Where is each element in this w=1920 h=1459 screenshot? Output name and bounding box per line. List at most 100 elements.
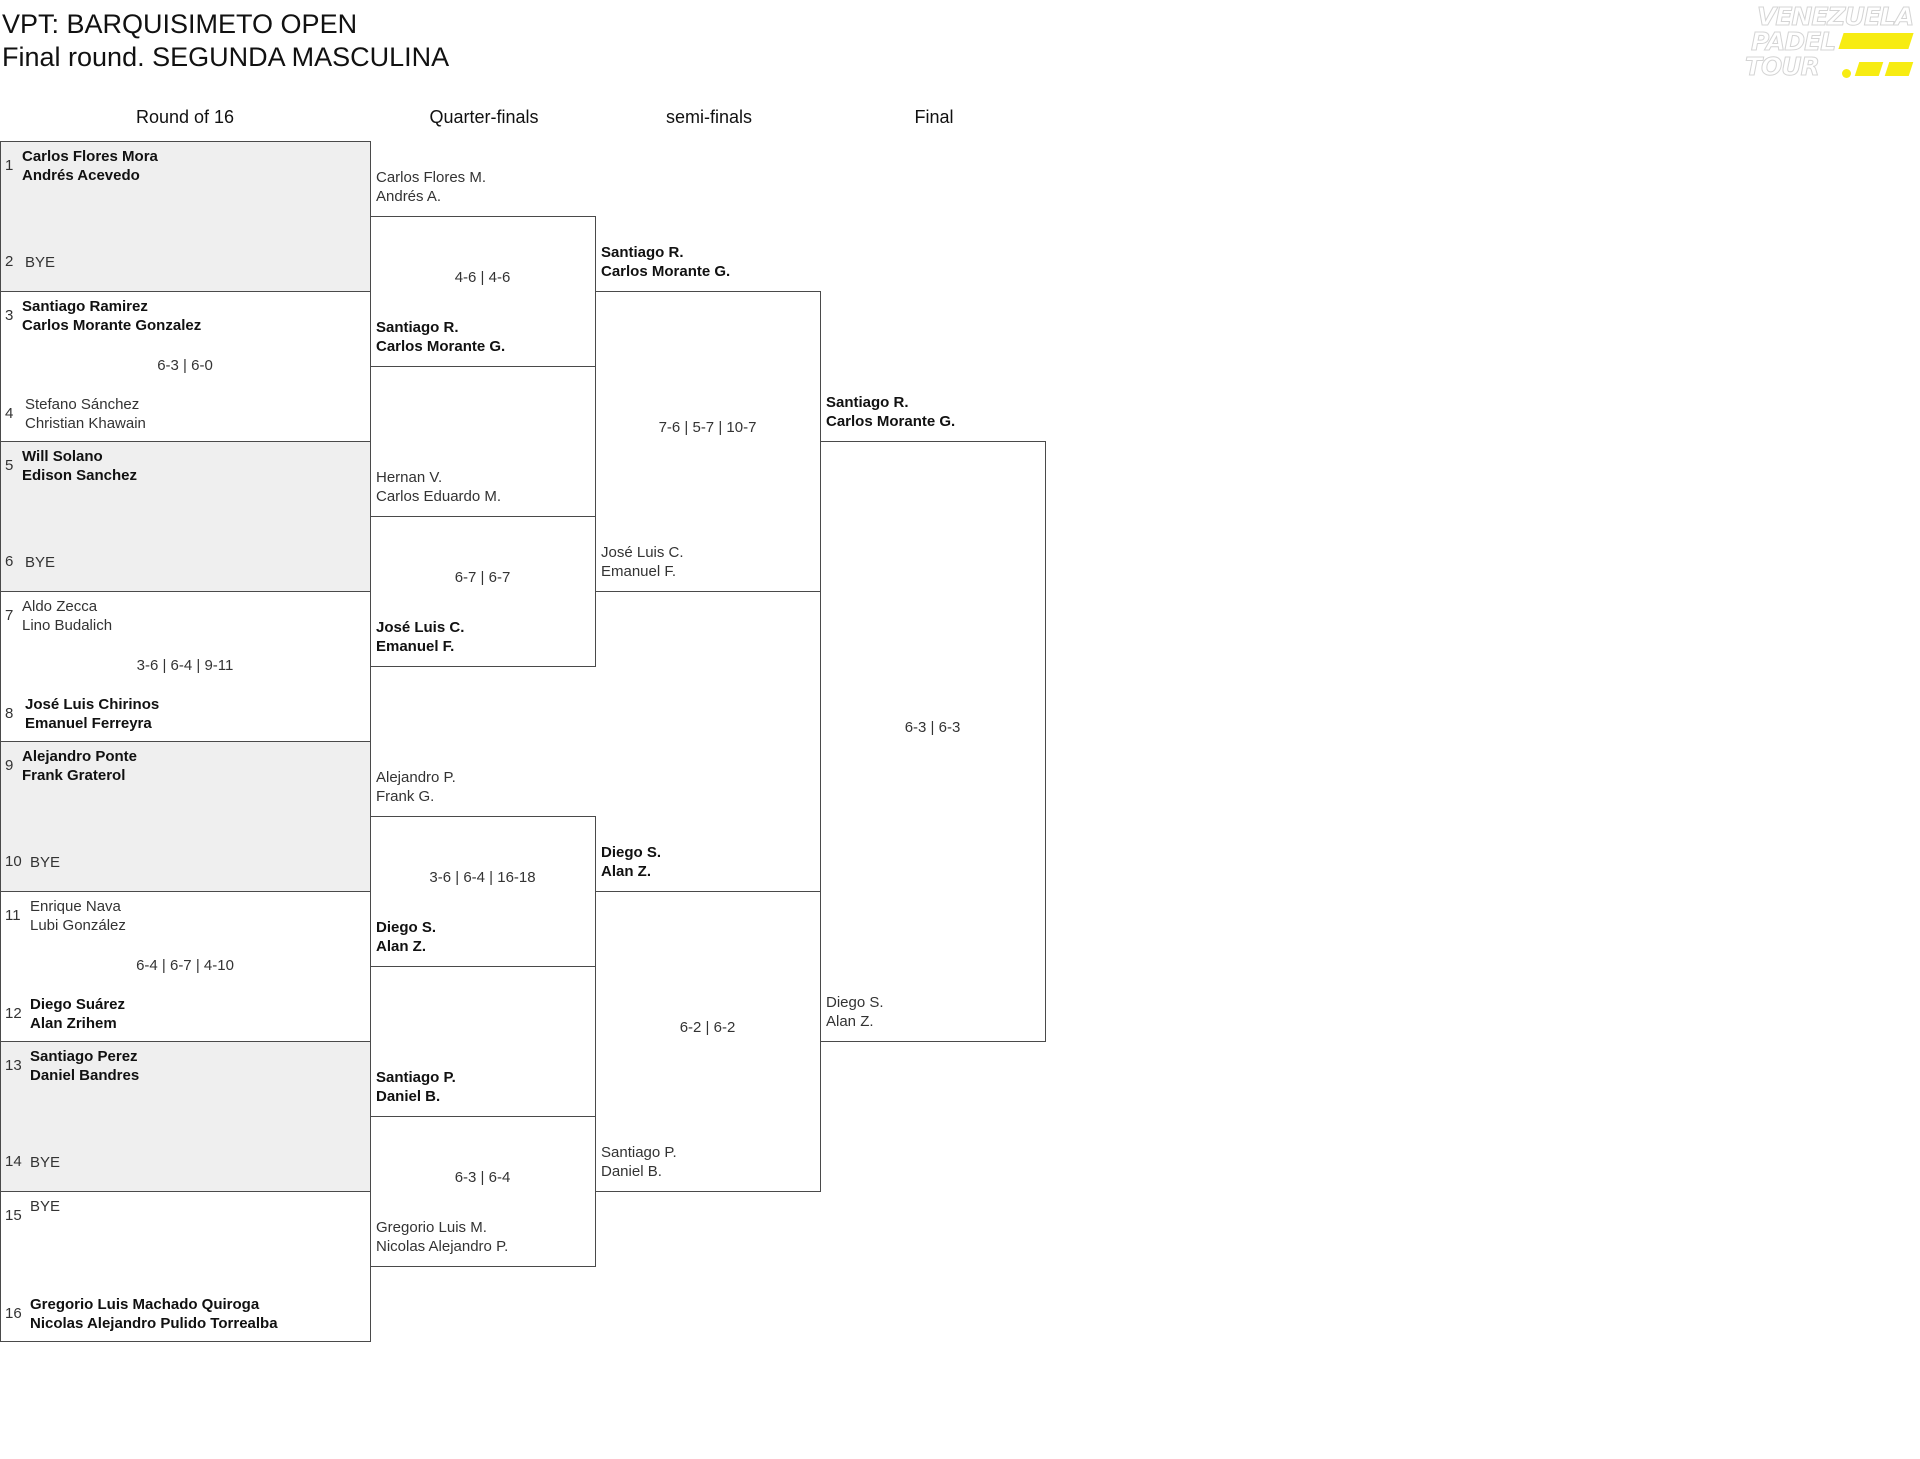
seed-number: 15: [5, 1207, 22, 1224]
seed-number: 11: [5, 907, 21, 924]
qf-team-b-player-2: Alan Z.: [376, 938, 427, 955]
r16-team-b: BYE: [30, 853, 60, 872]
qf-team-b: Diego S. Alan Z.: [376, 918, 436, 956]
qf-team-a: Hernan V.Carlos Eduardo M.: [376, 468, 501, 506]
final_list-match-1: [820, 441, 1046, 1042]
seed-number: 14: [5, 1153, 22, 1170]
r16-team-b-player-2: Christian Khawain: [25, 415, 146, 432]
qf-team-b-player-1: José Luis C.: [376, 619, 465, 636]
seed-number: 7: [5, 607, 14, 624]
tournament-title: VPT: BARQUISIMETO OPEN: [2, 9, 358, 39]
seed-number: 13: [5, 1057, 22, 1074]
r16-team-a-player-1: Enrique Nava: [30, 898, 121, 915]
round-header-final: Final: [914, 107, 954, 127]
r16-team-a-player-1: BYE: [30, 1198, 61, 1215]
r16-score: 6-3 | 6-0: [157, 357, 213, 374]
r16-team-b-player-1: BYE: [25, 554, 56, 571]
r16-team-a-player-2: Andrés Acevedo: [22, 167, 140, 184]
qf-team-a-player-1: Santiago P.: [376, 1069, 456, 1086]
r16-team-a-player-2: Daniel Bandres: [30, 1067, 140, 1084]
r16-team-b-player-1: BYE: [30, 854, 61, 871]
r16-team-b-player-1: Diego Suárez: [30, 996, 126, 1013]
r16-score: 6-4 | 6-7 | 4-10: [136, 957, 234, 974]
sf-score: 7-6 | 5-7 | 10-7: [658, 419, 757, 436]
r16-team-a-player-1: Aldo Zecca: [22, 598, 98, 615]
sf-team-a-player-1: Santiago R.: [601, 244, 684, 261]
qf-team-a-player-1: Alejandro P.: [376, 769, 456, 786]
r16-team-a-player-1: Santiago Ramirez: [22, 298, 148, 315]
r16-score: 3-6 | 6-4 | 9-11: [136, 657, 234, 674]
seed-number: 3: [5, 307, 14, 324]
sf-team-a: Diego S.Alan Z.: [601, 843, 661, 881]
venezuela-padel-tour-logo: VENEZUELA PADEL TOUR: [1745, 2, 1920, 82]
r16-team-b-player-1: BYE: [25, 254, 56, 271]
final_list-team-a-player-1: Santiago R.: [826, 394, 909, 411]
seed-number: 1: [5, 157, 14, 174]
qf-team-b-player-1: Santiago R.: [376, 319, 459, 336]
logo-text-line1: VENEZUELA: [1756, 2, 1914, 31]
qf-team-b-player-1: Gregorio Luis M.: [376, 1219, 487, 1236]
r16-team-a-player-2: Lubi González: [30, 917, 126, 934]
r16-team-b: BYE: [25, 553, 55, 572]
sf-team-b: Santiago P. Daniel B.: [601, 1143, 677, 1181]
seed-number: 4: [5, 405, 14, 422]
final_list-team-b: Diego S. Alan Z.: [826, 993, 884, 1031]
seed-number: 6: [5, 553, 14, 570]
sf-team-b-player-1: José Luis C.: [601, 544, 684, 561]
logo-accent-bar-top: [1838, 33, 1914, 49]
qf-team-b: Santiago R.Carlos Morante G.: [376, 318, 505, 356]
qf-team-a: Alejandro P.Frank G.: [376, 768, 456, 806]
logo-text-line2: PADEL: [1750, 27, 1836, 56]
logo-ball-dot: [1842, 69, 1851, 78]
round-header-sf: semi-finals: [665, 107, 753, 127]
r16-team-b: BYE: [25, 253, 55, 272]
r16-team-b-player-1: Gregorio Luis Machado Quiroga: [30, 1296, 260, 1313]
logo-text-line3: TOUR: [1745, 52, 1821, 81]
final_list-score: 6-3 | 6-3: [904, 719, 961, 736]
r16-team-a-player-1: Alejandro Ponte: [22, 748, 138, 765]
qf-team-a: Santiago P. Daniel B.: [376, 1068, 456, 1106]
qf-team-b-player-2: Emanuel F.: [376, 638, 455, 655]
qf-team-b-player-2: Nicolas Alejandro P.: [376, 1238, 509, 1255]
qf-team-a: Carlos Flores M.Andrés A.: [376, 168, 486, 206]
r16-team-a-player-1: Santiago Perez: [30, 1048, 138, 1065]
final_list-team-a-player-2: Carlos Morante G.: [826, 413, 956, 430]
sf-team-b-player-1: Santiago P.: [601, 1144, 677, 1161]
draw-subtitle: Final round. SEGUNDA MASCULINA: [2, 42, 450, 72]
qf-team-a-player-2: Daniel B.: [376, 1088, 441, 1105]
r16-match-1: [0, 141, 371, 292]
seed-number: 16: [5, 1305, 22, 1322]
final_list-team-b-player-1: Diego S.: [826, 994, 884, 1011]
qf-team-b-player-1: Diego S.: [376, 919, 437, 936]
sf-team-a-player-2: Carlos Morante G.: [601, 263, 731, 280]
qf-team-a-player-1: Carlos Flores M.: [376, 169, 487, 186]
qf-team-b: Gregorio Luis M. Nicolas Alejandro P.: [376, 1218, 508, 1256]
r16-team-a-player-2: Edison Sanchez: [22, 467, 138, 484]
qf-score: 6-7 | 6-7: [454, 569, 511, 586]
sf-team-a: Santiago R. Carlos Morante G.: [601, 243, 730, 281]
seed-number: 10: [5, 853, 22, 870]
r16-team-a-player-2: Carlos Morante Gonzalez: [22, 317, 202, 334]
r16-team-a: BYE: [30, 1197, 60, 1216]
seed-number: 9: [5, 757, 14, 774]
r16-team-b-player-1: BYE: [30, 1154, 61, 1171]
seed-number: 2: [5, 253, 14, 270]
round-header-r16: Round of 16: [135, 107, 235, 127]
qf-score: 6-3 | 6-4: [454, 1169, 511, 1186]
sf-team-b-player-2: Daniel B.: [601, 1163, 662, 1180]
final_list-team-b-player-2: Alan Z.: [826, 1013, 874, 1030]
seed-number: 5: [5, 457, 14, 474]
r16-team-b-player-2: Emanuel Ferreyra: [25, 715, 152, 732]
round-header-qf: Quarter-finals: [429, 107, 539, 127]
sf-score: 6-2 | 6-2: [679, 1019, 736, 1036]
qf-team-a-player-2: Carlos Eduardo M.: [376, 488, 502, 505]
sf-team-a-player-1: Diego S.: [601, 844, 662, 861]
